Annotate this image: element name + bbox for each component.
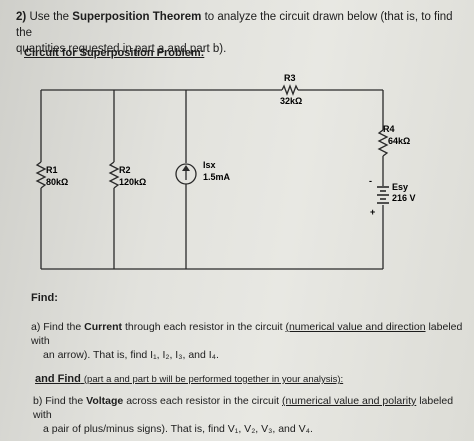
isx-arrow-head xyxy=(182,165,190,171)
r2-name: R2 xyxy=(119,165,131,175)
part-a-mid: through each resistor in the circuit xyxy=(124,321,283,333)
part-b-prefix: b) Find the xyxy=(33,395,84,407)
r1-name: R1 xyxy=(46,165,58,175)
part-a-tail: labeled with xyxy=(31,321,463,347)
r1-value: 80kΩ xyxy=(46,177,68,187)
part-a-underlined: (numerical value and direction xyxy=(285,321,426,333)
r4-value: 64kΩ xyxy=(388,136,410,146)
r1-zigzag xyxy=(35,161,47,189)
part-a-line2: an arrow). That is, find I₁, I₂, I₃, and… xyxy=(43,349,219,361)
part-a-prefix: a) Find the xyxy=(31,321,82,333)
r2-zigzag xyxy=(108,161,120,189)
and-find-heading: and Find (part a and part b will be perf… xyxy=(35,373,343,385)
r3-value: 32kΩ xyxy=(280,96,302,106)
find-heading: Find: xyxy=(31,292,58,304)
and-find-note: (part a and part b will be performed tog… xyxy=(83,374,344,385)
r2-value: 120kΩ xyxy=(119,177,146,187)
esy-value: 216 V xyxy=(392,193,416,203)
r3-zigzag xyxy=(281,84,299,96)
part-b-bold: Voltage xyxy=(86,395,124,407)
header-rest: to analyze the circuit drawn below (that… xyxy=(16,11,453,39)
part-b-mid: across each resistor in the circuit xyxy=(126,395,280,407)
r4-zigzag xyxy=(377,129,389,157)
isx-value: 1.5mA xyxy=(203,172,231,182)
circuit-title: Circuit for Superposition Problem: xyxy=(24,47,205,59)
part-b-line2: a pair of plus/minus signs). That is, fi… xyxy=(43,423,313,435)
part-b: b) Find the Voltage across each resistor… xyxy=(33,394,473,436)
esy-minus-sign: - xyxy=(369,176,372,186)
question-number: 2) xyxy=(16,11,27,23)
esy-plus-sign: + xyxy=(370,207,375,217)
part-b-underlined: (numerical value and polarity xyxy=(282,395,417,407)
r3-name: R3 xyxy=(284,73,296,83)
part-a: a) Find the Current through each resisto… xyxy=(31,320,471,362)
header-lead: Use the xyxy=(29,11,70,23)
and-find-label: and Find xyxy=(35,373,81,385)
part-a-bold: Current xyxy=(84,321,123,333)
question-header: 2) Use the Superposition Theorem to anal… xyxy=(16,9,466,57)
header-theorem: Superposition Theorem xyxy=(72,11,202,23)
header-line2: quantities requested in part a and part … xyxy=(16,43,227,55)
r4-name: R4 xyxy=(383,124,395,134)
isx-name: Isx xyxy=(203,160,216,170)
esy-name: Esy xyxy=(392,182,408,192)
part-b-tail: labeled with xyxy=(33,395,454,421)
